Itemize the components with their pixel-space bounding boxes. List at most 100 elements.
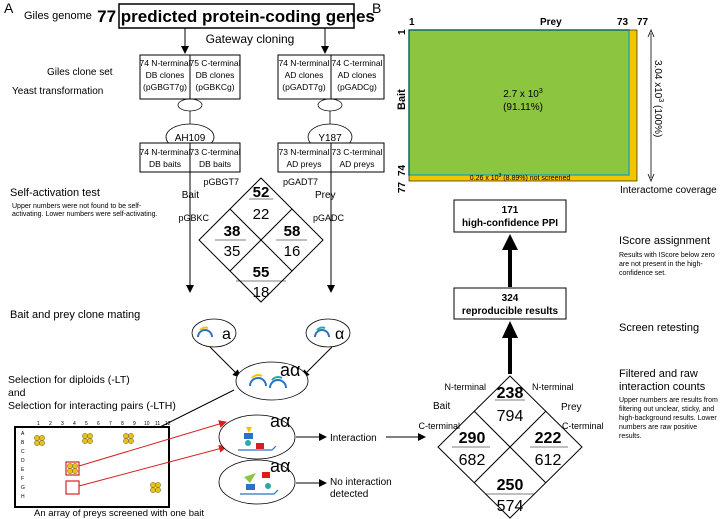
self-prey-label: Prey: [315, 190, 336, 201]
no-interaction-cell-letters: aα: [270, 456, 290, 476]
label-mating: Bait and prey clone mating: [10, 309, 140, 321]
self-activation-note-2: activating. Lower numbers were self-acti…: [12, 211, 158, 218]
heatmap-y-start: 1: [397, 29, 408, 35]
label-yeast-transformation: Yeast transformation: [12, 86, 103, 97]
iscore-note-3: confidence set.: [619, 270, 666, 277]
transformed-boxes: [139, 142, 385, 173]
plate-col-9: 9: [133, 421, 136, 427]
counts-left-lower: 682: [459, 452, 486, 469]
reproducible-value: 324: [502, 293, 519, 304]
plate-row-d: D: [21, 458, 25, 464]
filtered-note-2: filtering out unclear, sticky, and: [619, 406, 714, 413]
diploid-letters: aα: [280, 360, 300, 380]
heatmap-strip-label: 0.26 x 103 (8.89%) not screened: [470, 173, 571, 182]
plate-caption: An array of preys screened with one bait: [34, 508, 204, 519]
self-bait-label: Bait: [182, 190, 199, 201]
interactome-coverage-caption: Interactome coverage: [620, 185, 717, 196]
clone-4-line2: AD clones: [338, 70, 377, 80]
self-top-right-label: pGADT7: [283, 177, 318, 187]
self-activation-note-1: Upper numbers were not found to be self-: [12, 203, 142, 210]
transformed-3-line2: AD preys: [287, 159, 322, 169]
diploid-cell: [235, 361, 309, 401]
plate-row-g: G: [21, 485, 25, 491]
clone-2-line1: 75 C-terminal: [189, 58, 240, 68]
clone-boxes: [139, 54, 385, 100]
label-clone-set: Giles clone set: [47, 67, 113, 78]
transformed-1-line2: DB baits: [149, 159, 181, 169]
genome-box: [118, 3, 355, 29]
outcome-no-interaction-1: No interaction: [330, 477, 392, 488]
high-confidence-label: high-confidence PPI: [462, 218, 558, 229]
reproducible-box: [453, 287, 567, 320]
counts-top-lower: 794: [497, 408, 524, 425]
filtered-title-1: Filtered and raw: [619, 368, 698, 380]
transformed-1-line1: 74 N-terminal: [139, 147, 190, 157]
label-selection-2: and: [8, 387, 26, 399]
red-line-negative: [78, 444, 227, 487]
counts-cterm-right: C-terminal: [562, 421, 604, 431]
counts-right-upper: 222: [535, 430, 562, 447]
heatmap-x-start: 1: [409, 17, 415, 28]
iscore-title: IScore assignment: [619, 235, 710, 247]
high-confidence-value: 171: [502, 205, 519, 216]
self-bottom-lower: 18: [253, 284, 270, 301]
plate-col-10: 10: [144, 421, 150, 427]
plate-row-a: A: [21, 431, 25, 437]
plate-col-8: 8: [121, 421, 124, 427]
clone-1-line2: DB clones: [146, 70, 185, 80]
outcome-no-interaction-2: detected: [330, 489, 368, 500]
panel-label-a: A: [4, 0, 14, 16]
self-top-upper: 52: [253, 184, 270, 201]
iscore-note-1: Results with IScore below zero: [619, 252, 715, 259]
highlight-positive-spot: [65, 461, 80, 476]
self-bottom-upper: 55: [253, 264, 270, 281]
plate-col-labels: 1 2 3 4 5 6 7 8 9 10 11 12: [37, 421, 171, 427]
plate-col-7: 7: [109, 421, 112, 427]
iscore-note-2: are not present in the high-: [619, 261, 703, 268]
self-top-lower: 22: [253, 206, 270, 223]
screen-retesting-label: Screen retesting: [619, 322, 699, 334]
panel-label-b: B: [372, 0, 381, 16]
transformed-3-line1: 73 N-terminal: [278, 147, 329, 157]
clone-1-line3: (pGBGT7g): [143, 82, 187, 92]
arrow-up-to-hc: [502, 234, 518, 287]
clone-4-line3: (pGADCg): [337, 82, 377, 92]
plasmid-ad-icon: [317, 98, 343, 112]
self-right-lower: 16: [284, 243, 301, 260]
self-right-label: pGADC: [313, 213, 345, 223]
yeast-a-cell: [191, 318, 237, 348]
counts-bait-label: Bait: [433, 401, 450, 412]
counts-left-upper: 290: [459, 430, 486, 447]
plate-col-2: 2: [49, 421, 52, 427]
interaction-cell-positive: [218, 414, 296, 460]
counts-prey-label: Prey: [561, 402, 582, 413]
transformed-2-line1: 73 C-terminal: [189, 147, 240, 157]
plate-col-11: 11: [155, 421, 160, 427]
strain-ah109: AH109: [175, 133, 206, 144]
interaction-count-diamond: [437, 375, 583, 519]
plate-col-6: 6: [97, 421, 100, 427]
counts-bottom-upper: 250: [497, 477, 524, 494]
interaction-cell-letters: aα: [270, 411, 290, 431]
plate-col-12: 12: [165, 421, 171, 427]
plate-row-e: E: [21, 467, 25, 473]
gateway-cloning-label: Gateway cloning: [206, 32, 295, 46]
heatmap-x-73: 73: [617, 17, 629, 28]
plate-row-b: B: [21, 440, 25, 446]
plate-row-f: F: [21, 476, 24, 482]
interaction-cell-negative: [218, 459, 296, 505]
counts-right-lower: 612: [535, 452, 562, 469]
plate-colonies: [34, 433, 161, 493]
self-left-lower: 35: [224, 243, 241, 260]
total-span-label: 3.04 x103 (100%): [652, 60, 664, 137]
plasmid-db-icon: [177, 98, 203, 112]
heatmap-x-77: 77: [637, 17, 649, 28]
counts-cterm-left: C-terminal: [418, 421, 460, 431]
counts-nterm-left: N-terminal: [444, 382, 486, 392]
filtered-note-3: high-background results. Lower: [619, 415, 717, 422]
clone-4-line1: 74 C-terminal: [331, 58, 382, 68]
mating-alpha-letter: α: [335, 326, 344, 343]
outcome-interaction: Interaction: [330, 433, 377, 444]
plate-row-c: C: [21, 449, 25, 455]
highlight-negative-spot: [65, 480, 80, 495]
